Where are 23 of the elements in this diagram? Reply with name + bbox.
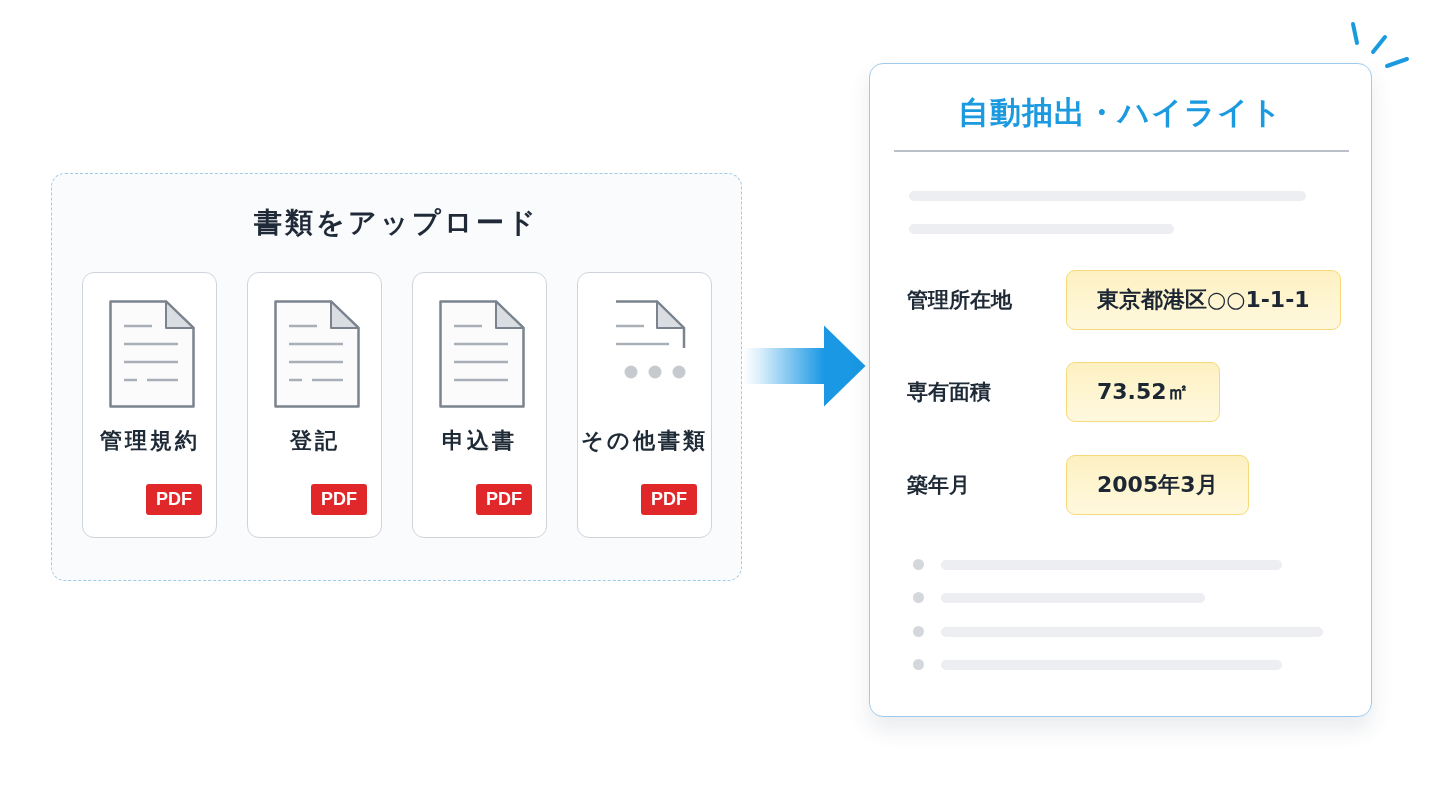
arrow bbox=[743, 325, 866, 407]
document-card bbox=[577, 272, 712, 538]
document-card bbox=[412, 272, 547, 538]
highlighted-value: 73.52㎡ bbox=[1066, 362, 1220, 422]
field-label: 管理所在地 bbox=[907, 287, 1012, 314]
upload-panel bbox=[51, 173, 742, 581]
document-label: 申込書 bbox=[441, 427, 518, 455]
field-label: 専有面積 bbox=[907, 379, 991, 406]
panel-title: 書類をアップロード bbox=[253, 205, 540, 241]
document-card bbox=[247, 272, 382, 538]
document-label: その他書類 bbox=[580, 427, 709, 455]
pdf-badge: PDF bbox=[476, 484, 532, 515]
field-label: 築年月 bbox=[907, 472, 970, 499]
pdf-badge: PDF bbox=[641, 484, 697, 515]
highlighted-value: 東京都港区○○1-1-1 bbox=[1066, 270, 1341, 330]
document-label: 登記 bbox=[288, 427, 341, 455]
document-label: 管理規約 bbox=[98, 427, 201, 455]
pdf-badge: PDF bbox=[146, 484, 202, 515]
document-card bbox=[82, 272, 217, 538]
pdf-badge: PDF bbox=[311, 484, 367, 515]
result-panel bbox=[869, 63, 1372, 717]
panel-title: 自動抽出・ハイライト bbox=[957, 93, 1284, 132]
highlighted-value: 2005年3月 bbox=[1066, 455, 1249, 515]
